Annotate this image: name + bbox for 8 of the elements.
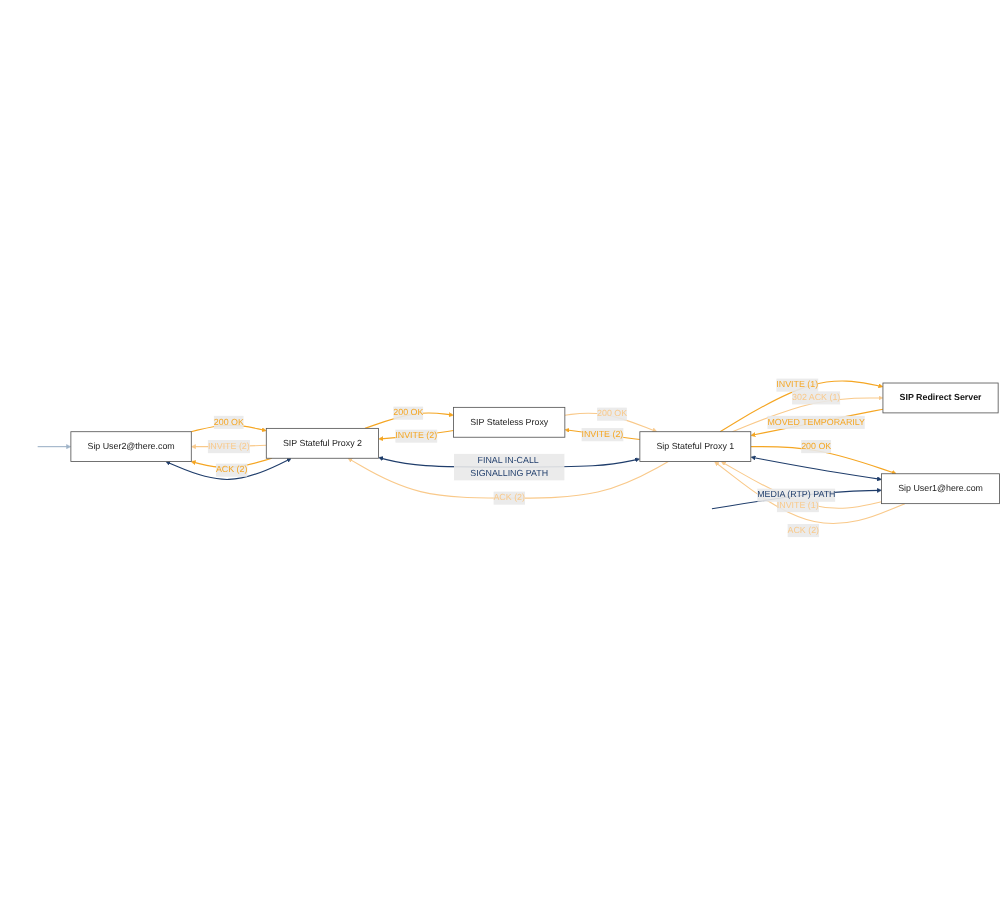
arrow: [719, 379, 884, 432]
arrow: [750, 407, 884, 437]
arrow: [750, 454, 882, 481]
arrow: [711, 487, 882, 509]
arrow: [750, 445, 897, 474]
arrow: [714, 460, 906, 524]
arrow: [564, 411, 658, 432]
arrow: [37, 443, 72, 449]
